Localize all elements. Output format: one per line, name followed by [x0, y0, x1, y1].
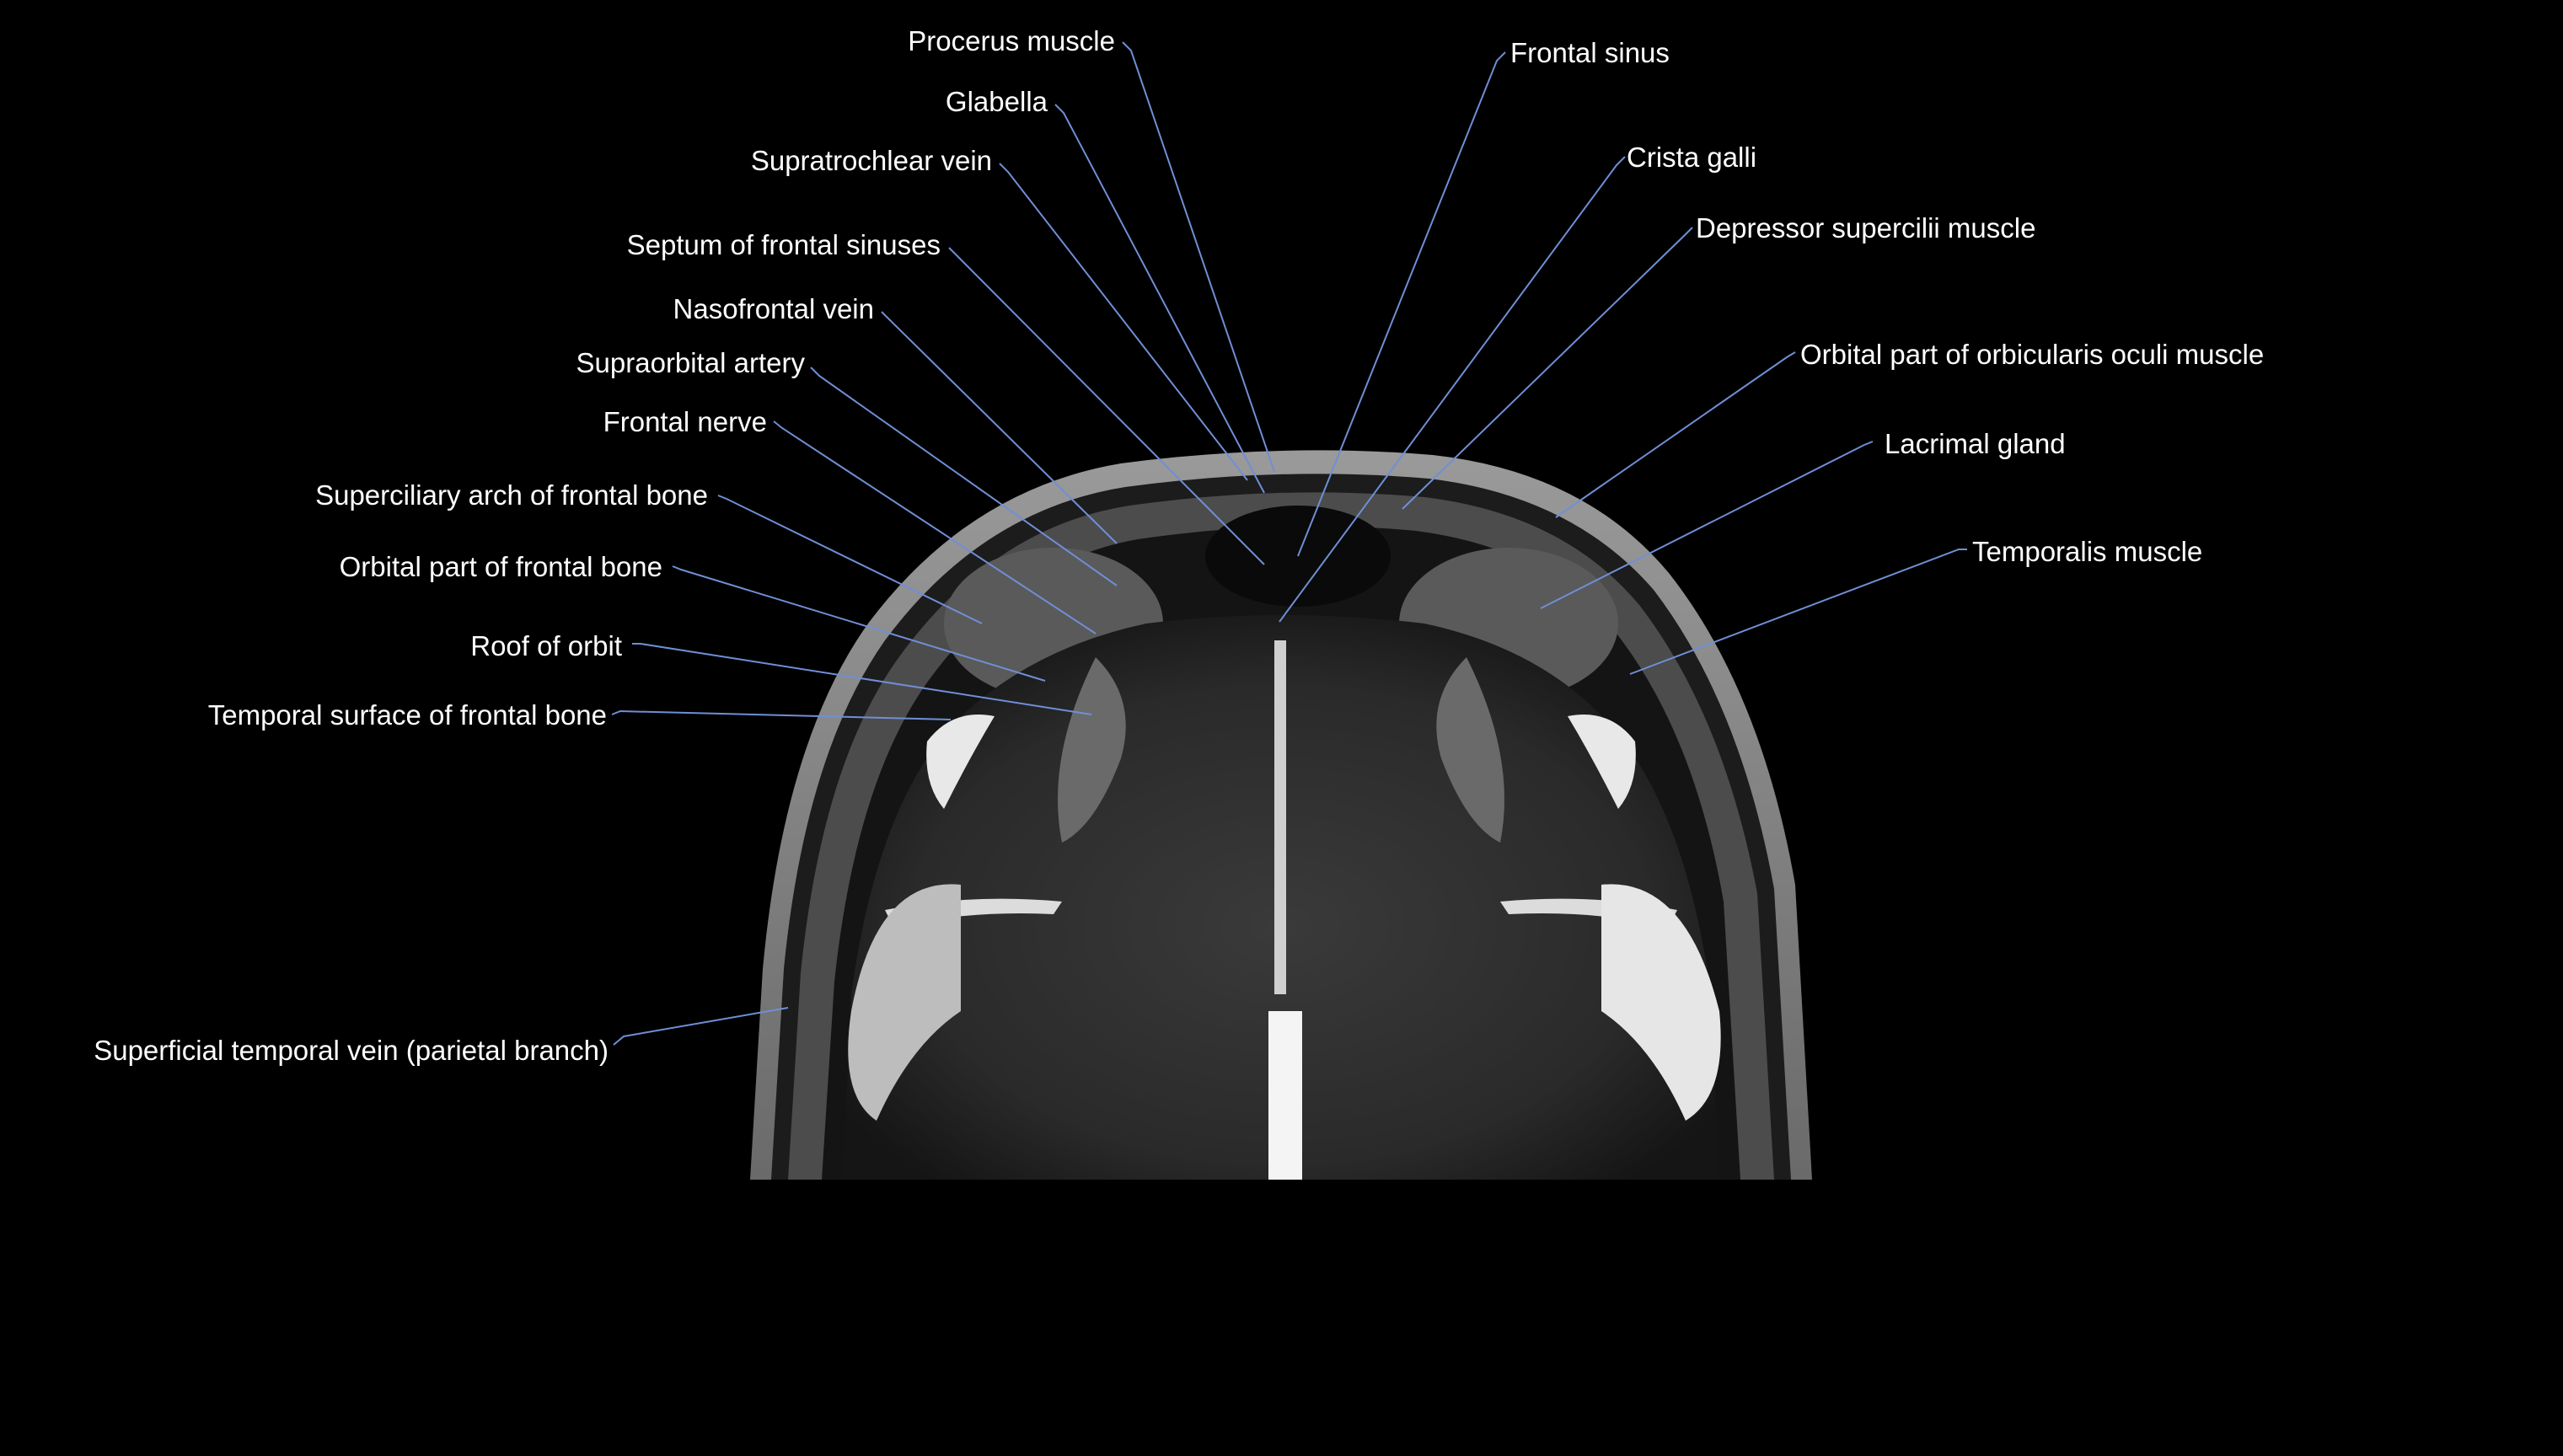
label-septum-of-frontal-sinuses: Septum of frontal sinuses [627, 229, 941, 260]
label-superciliary-arch: Superciliary arch of frontal bone [315, 479, 708, 511]
gyri-right [1436, 657, 1504, 843]
leader-frontal-nerve [773, 420, 1097, 634]
gyri-left [1058, 657, 1126, 843]
image-bottom-cut [742, 1180, 1829, 1456]
label-temporal-surface-frontal-bone: Temporal surface of frontal bone [208, 699, 607, 731]
csf-right [1568, 715, 1636, 809]
label-depressor-supercilii: Depressor supercilii muscle [1696, 212, 2035, 244]
leader-glabella [1054, 104, 1265, 494]
label-supraorbital-artery: Supraorbital artery [576, 347, 806, 378]
labels: Procerus muscle Glabella Supratrochlear … [94, 25, 2264, 1066]
label-roof-of-orbit: Roof of orbit [470, 630, 622, 661]
midline-csf [1268, 1011, 1302, 1180]
csf-left [926, 715, 995, 809]
label-supratrochlear-vein: Supratrochlear vein [751, 145, 992, 176]
temporal-csf-right [1601, 884, 1721, 1121]
label-superficial-temporal-vein: Superficial temporal vein (parietal bran… [94, 1035, 609, 1066]
leader-roof-of-orbit [632, 643, 1092, 715]
leader-crista-galli [1279, 156, 1626, 623]
label-crista-galli: Crista galli [1627, 142, 1756, 173]
label-procerus-muscle: Procerus muscle [908, 25, 1115, 56]
leader-lacrimal-gland [1540, 441, 1874, 609]
temporal-csf-left [848, 884, 961, 1121]
mri-image [742, 450, 1829, 1456]
label-frontal-sinus: Frontal sinus [1510, 37, 1670, 68]
leader-lines [611, 41, 1967, 1046]
leader-orbital-part-frontal-bone [672, 565, 1046, 682]
leader-depressor-supercilii [1402, 227, 1693, 510]
leader-superciliary-arch [717, 495, 983, 624]
leader-superficial-temporal-vein [613, 1007, 789, 1046]
leader-nasofrontal-vein [881, 311, 1118, 544]
leader-supraorbital-artery [810, 367, 1118, 586]
leader-procerus-muscle [1122, 41, 1275, 473]
label-orbital-part-frontal-bone: Orbital part of frontal bone [340, 551, 662, 582]
leader-frontal-sinus [1297, 51, 1506, 557]
label-orbital-part-orbicularis: Orbital part of orbicularis oculi muscle [1800, 339, 2264, 370]
leader-temporalis-muscle [1629, 549, 1967, 675]
leader-septum-of-frontal-sinuses [948, 247, 1265, 565]
label-frontal-nerve: Frontal nerve [603, 406, 767, 437]
label-glabella: Glabella [946, 86, 1048, 117]
label-lacrimal-gland: Lacrimal gland [1885, 428, 2066, 459]
leader-temporal-surface-frontal-bone [611, 709, 952, 720]
leader-supratrochlear-vein [999, 163, 1248, 481]
leader-orbital-part-orbicularis [1555, 351, 1796, 518]
label-nasofrontal-vein: Nasofrontal vein [673, 293, 874, 324]
interhemispheric-fissure [1274, 640, 1286, 994]
label-temporalis-muscle: Temporalis muscle [1972, 536, 2202, 567]
